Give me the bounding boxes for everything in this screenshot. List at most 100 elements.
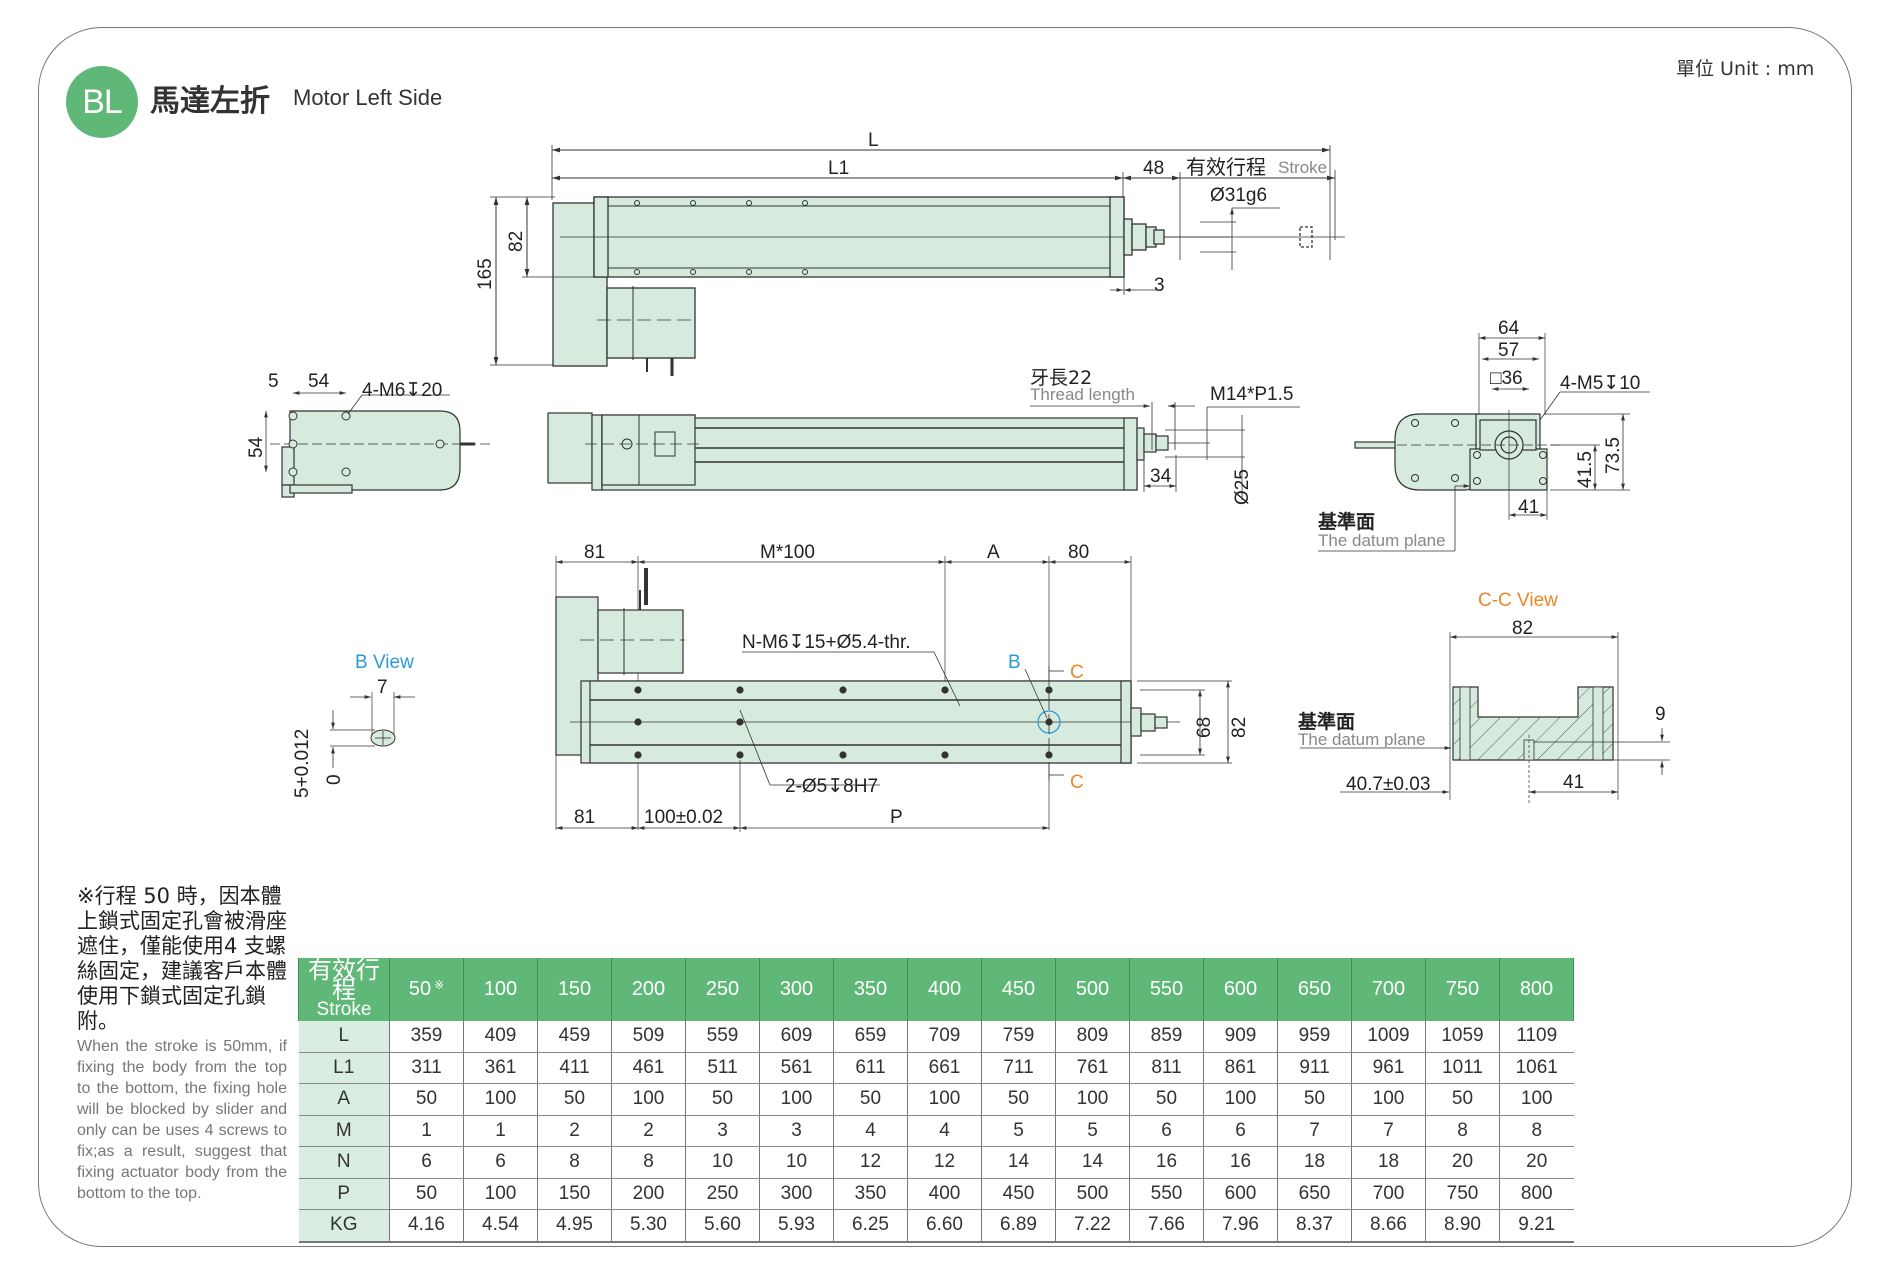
table-cell: 711	[981, 1052, 1056, 1084]
table-cell: 8.66	[1351, 1209, 1426, 1243]
thread-en-label: Thread length	[1030, 385, 1135, 404]
stroke-value: 50	[408, 978, 432, 1000]
table-cell: 750	[1425, 1178, 1500, 1210]
table-cell: 50	[537, 1083, 612, 1116]
table-cell: 18	[1277, 1146, 1352, 1179]
dim-41-label: 41	[1518, 497, 1539, 518]
datum-zh-label: 基準面	[1317, 510, 1375, 533]
table-cell: 550	[1129, 1178, 1204, 1210]
motor-bottom	[597, 609, 684, 674]
table-cell: 509	[611, 1021, 686, 1053]
cc-dim-9-label: 9	[1655, 704, 1666, 725]
stroke-value: 750	[1445, 978, 1480, 1000]
table-cell: 7.66	[1129, 1209, 1204, 1243]
table-cell: 14	[1055, 1146, 1130, 1179]
table-cell: 709	[907, 1021, 982, 1053]
table-cell: 1011	[1425, 1052, 1500, 1084]
stroke-col-header: 700	[1351, 958, 1426, 1021]
table-cell: 411	[537, 1052, 612, 1084]
table-cell: 50	[389, 1178, 464, 1210]
table-cell: 200	[611, 1178, 686, 1210]
table-cell: 609	[759, 1021, 834, 1053]
table-cell: 8.90	[1425, 1209, 1500, 1243]
table-cell: 7.96	[1203, 1209, 1278, 1243]
stroke-value: 300	[779, 978, 814, 1000]
table-cell: 811	[1129, 1052, 1204, 1084]
cc-view	[1300, 632, 1670, 805]
table-cell: 959	[1277, 1021, 1352, 1053]
table-cell: 1009	[1351, 1021, 1426, 1053]
dim-48-label: 48	[1143, 158, 1164, 179]
table-cell: 14	[981, 1146, 1056, 1179]
table-cell: 961	[1351, 1052, 1426, 1084]
table-cell: 2	[537, 1115, 612, 1147]
table-cell: 100	[907, 1083, 982, 1116]
table-cell: 600	[1203, 1178, 1278, 1210]
table-cell: 6	[389, 1146, 464, 1179]
stroke-value: 600	[1223, 978, 1258, 1000]
stroke-col-header: 50※	[389, 958, 464, 1021]
table-cell: 12	[833, 1146, 908, 1179]
stroke-col-header: 750	[1425, 958, 1500, 1021]
table-cell: 450	[981, 1178, 1056, 1210]
left-end-view	[264, 391, 490, 498]
table-cell: 5.93	[759, 1209, 834, 1243]
stroke-col-header: 150	[537, 958, 612, 1021]
stroke-col-header: 800	[1499, 958, 1574, 1021]
table-cell: 7.22	[1055, 1209, 1130, 1243]
bottom-view	[555, 556, 1232, 832]
motor-top	[606, 287, 696, 359]
stroke-col-header: 500	[1055, 958, 1130, 1021]
dim-64-label: 64	[1498, 318, 1520, 339]
cc-view-title: C-C View	[1478, 590, 1558, 611]
table-cell: 359	[389, 1021, 464, 1053]
table-cell: 400	[907, 1178, 982, 1210]
cc-dim-40_7-label: 40.7±0.03	[1346, 774, 1430, 795]
dim-81-bottom-label: 81	[574, 807, 595, 828]
note-zh: ※行程 50 時，因本體上鎖式固定孔會被滑座遮住，僅能使用4 支螺絲固定，建議客…	[77, 884, 287, 1033]
cc-datum-en-label: The datum plane	[1298, 730, 1426, 749]
dim-A-label: A	[987, 542, 1000, 563]
dim-7-label: 7	[377, 677, 388, 698]
table-cell: 1059	[1425, 1021, 1500, 1053]
table-cell: 20	[1499, 1146, 1574, 1179]
stroke-col-header: 600	[1203, 958, 1278, 1021]
title-en: Motor Left Side	[293, 85, 443, 110]
unit-label: 單位 Unit : mm	[1676, 58, 1815, 80]
table-cell: 700	[1351, 1178, 1426, 1210]
stroke-col-header: 250	[685, 958, 760, 1021]
stroke-col-header: 450	[981, 958, 1056, 1021]
table-cell: 661	[907, 1052, 982, 1084]
datum-en-label: The datum plane	[1318, 531, 1446, 550]
page-frame	[38, 27, 1852, 1247]
table-cell: 361	[463, 1052, 538, 1084]
table-cell: 10	[759, 1146, 834, 1179]
table-cell: 50	[833, 1083, 908, 1116]
holes-m6-label: 4-M6↧20	[362, 380, 442, 401]
stroke-col-header: 350	[833, 958, 908, 1021]
table-cell: 10	[685, 1146, 760, 1179]
table-cell: 511	[685, 1052, 760, 1084]
table-cell: 5	[1055, 1115, 1130, 1147]
table-cell: 8.37	[1277, 1209, 1352, 1243]
dim-square36-label: □36	[1490, 368, 1523, 389]
table-cell: 2	[611, 1115, 686, 1147]
dim-80-label: 80	[1068, 542, 1089, 563]
table-cell: 7	[1351, 1115, 1426, 1147]
section-B-label: B	[1008, 652, 1021, 673]
table-cell: 4.95	[537, 1209, 612, 1243]
row-label: KG	[298, 1209, 390, 1243]
table-cell: 311	[389, 1052, 464, 1084]
stroke-note-mark: ※	[434, 978, 445, 992]
row-label: P	[298, 1178, 390, 1210]
table-cell: 100	[611, 1083, 686, 1116]
dim-54-v-label: 54	[246, 436, 267, 458]
table-cell: 9.21	[1499, 1209, 1574, 1243]
stroke-header-zh: 有效行程	[308, 956, 380, 1004]
table-cell: 50	[1425, 1083, 1500, 1116]
table-cell: 6.25	[833, 1209, 908, 1243]
